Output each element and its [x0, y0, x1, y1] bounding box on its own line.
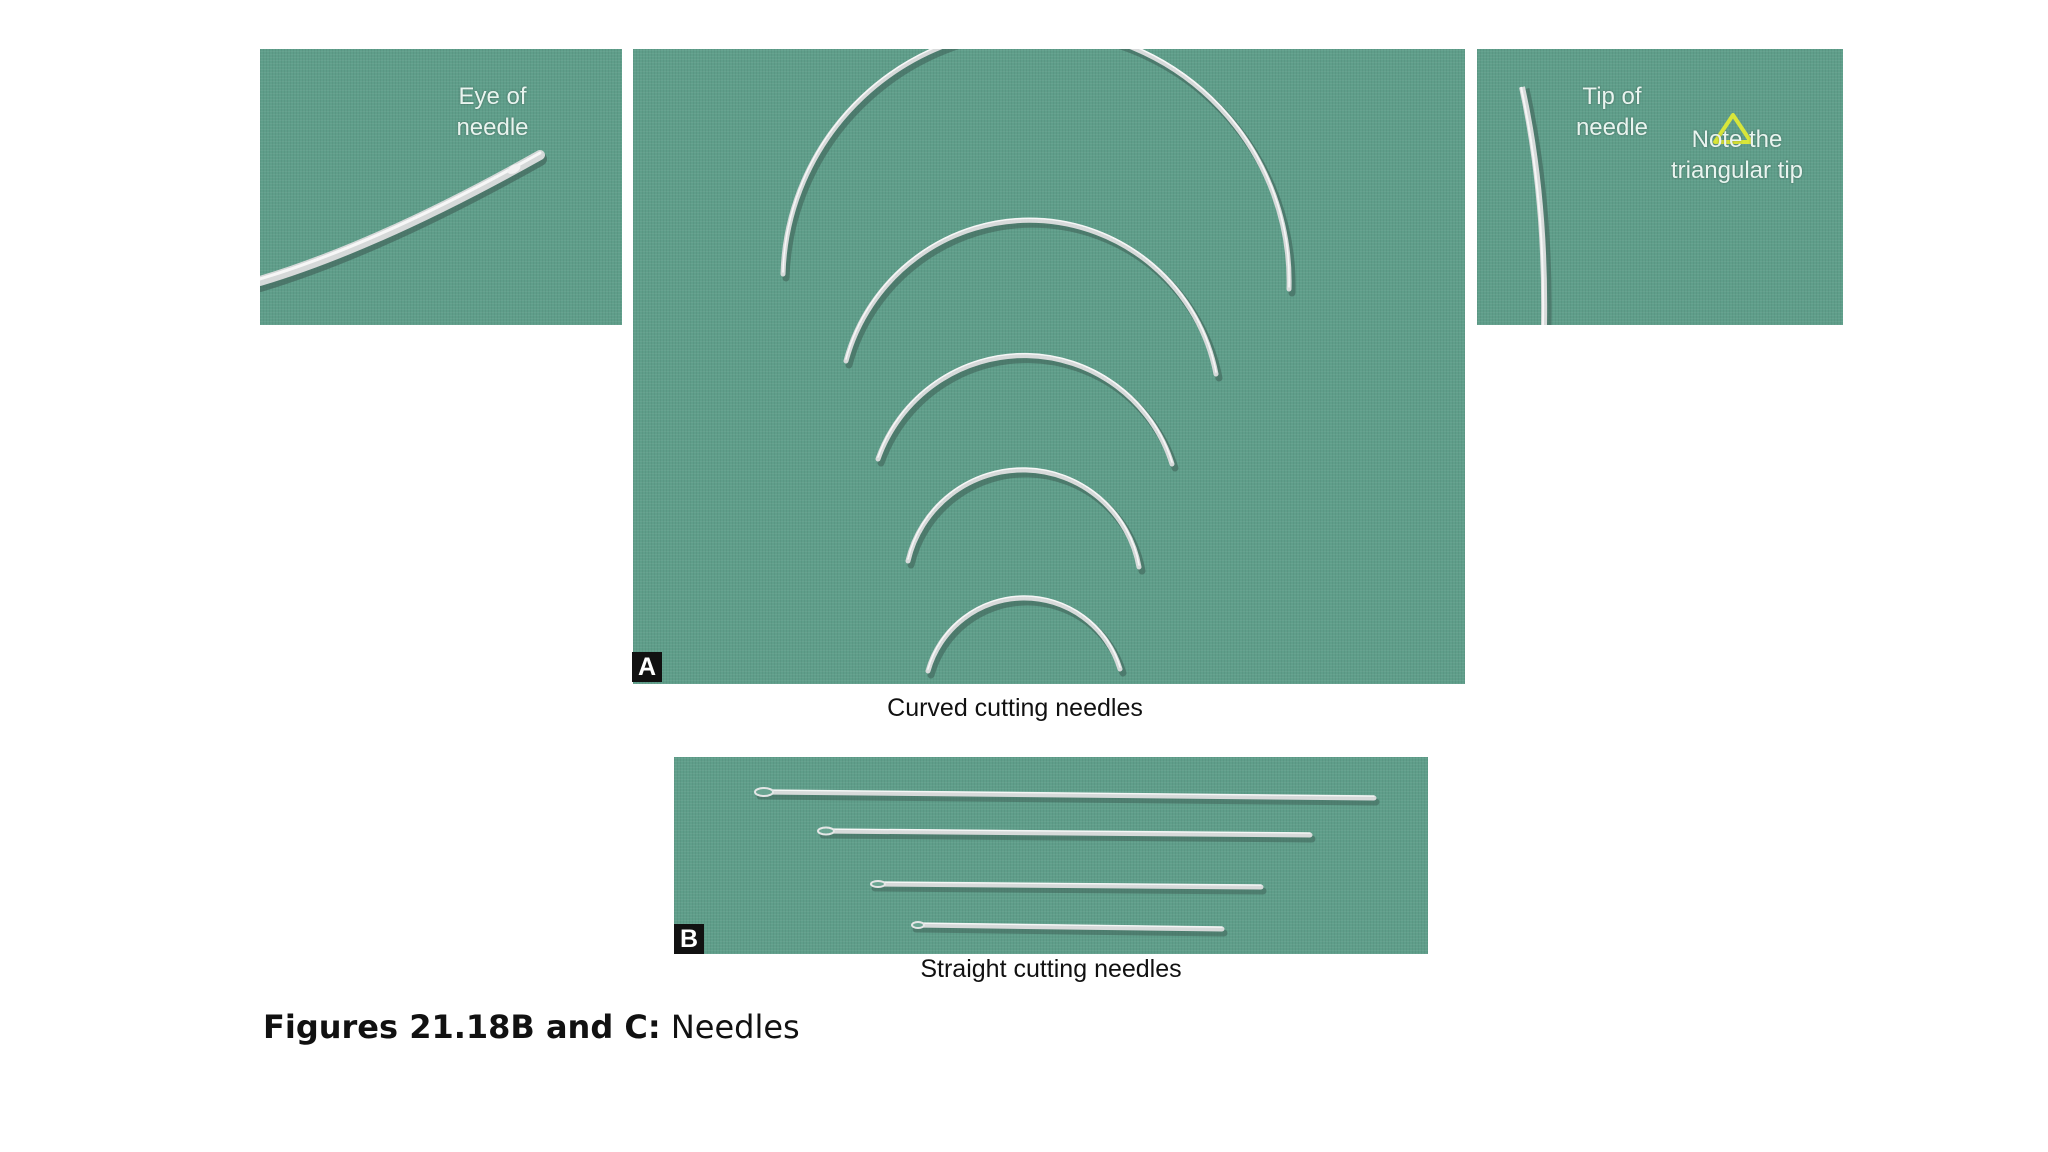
panel-b-badge: B — [674, 924, 704, 954]
figure-number-label: Figures 21.18B and C: — [263, 1008, 661, 1046]
figure-title-text: Needles — [670, 1008, 800, 1046]
straight-needles-drawing — [754, 787, 1380, 937]
tip-needle-drawing — [1519, 86, 1753, 325]
curved-needle-4 — [905, 467, 1142, 570]
straight-needle-2 — [818, 828, 1313, 838]
curved-needle-1 — [780, 49, 1292, 292]
straight-needles-caption: Straight cutting needles — [920, 955, 1182, 983]
panel-a-badge: A — [632, 652, 662, 682]
figure-title: Figures 21.18B and C: Needles — [263, 1008, 800, 1046]
triangle-tip-icon — [1713, 113, 1753, 144]
tip-of-needle-photo: Tip of needle Note the triangular tip — [1477, 49, 1843, 325]
curved-needles-caption: Curved cutting needles — [887, 694, 1143, 722]
curved-needle-5 — [925, 595, 1123, 674]
curved-needles-photo — [633, 49, 1465, 684]
triangular-tip-note: Note the triangular tip — [1670, 126, 1804, 184]
straight-needles-photo — [674, 757, 1428, 954]
curved-needle-3 — [875, 353, 1175, 467]
eye-needle-drawing — [260, 150, 547, 292]
eye-of-needle-photo: Eye of needle — [260, 49, 622, 325]
straight-needle-4 — [911, 922, 1225, 932]
eye-of-needle-label: Eye of needle — [456, 83, 529, 141]
straight-needle-1 — [755, 789, 1377, 801]
straight-needle-3 — [870, 881, 1264, 890]
tip-of-needle-label: Tip of needle — [1575, 83, 1649, 141]
curved-needles-drawing — [780, 49, 1296, 679]
curved-needle-2 — [843, 217, 1219, 377]
